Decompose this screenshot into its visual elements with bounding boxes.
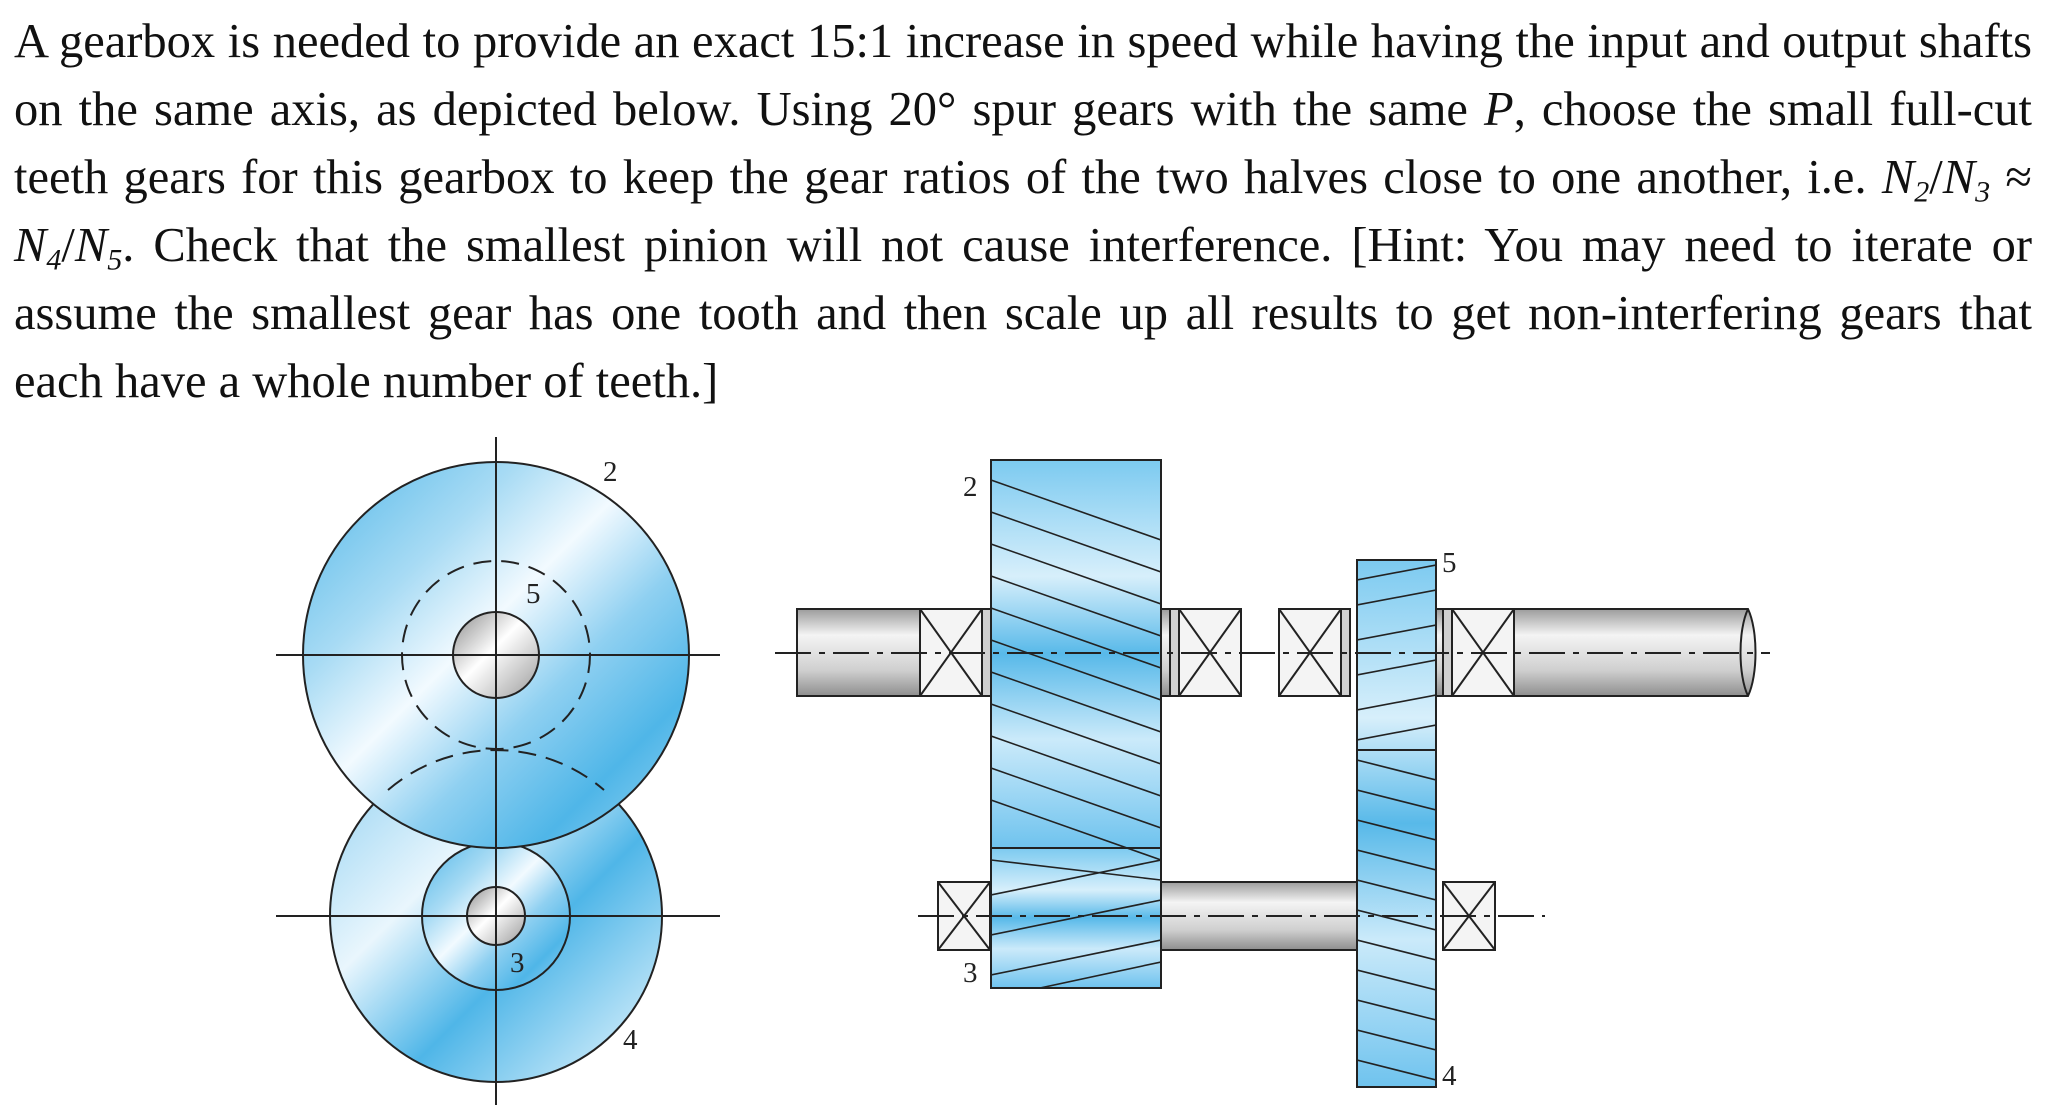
front-label-gear2: 2 [603,456,618,488]
side-label-gear2: 2 [963,471,978,503]
side-label-gear4: 4 [1442,1060,1457,1092]
var-n5: N5 [74,219,123,277]
output-shaft-break [1739,608,1749,697]
side-label-gear5: 5 [1442,547,1457,579]
front-label-gear3: 3 [510,947,525,979]
var-n4: N4 [14,219,62,277]
front-label-gear4: 4 [623,1024,638,1056]
side-label-gear3: 3 [963,957,978,989]
problem-text-3: . Check that the smallest pinion will no… [14,219,2032,408]
gear-2-3-helix-lines [991,479,1161,988]
front-view: 2 5 3 4 [276,437,720,1105]
var-p: P [1484,83,1514,136]
side-view: 2 3 5 4 [775,459,1770,1092]
problem-text-2: , choose the small full-cut teeth gears … [14,83,2032,204]
front-label-gear5: 5 [526,578,541,610]
problem-text-1: A gearbox is needed to provide an exact … [14,15,2032,136]
var-n2: N2 [1881,151,1930,209]
problem-statement: A gearbox is needed to provide an exact … [14,15,2032,408]
var-n3: N3 [1942,151,1991,209]
gear-4-5-helix-lines [1357,564,1436,1081]
